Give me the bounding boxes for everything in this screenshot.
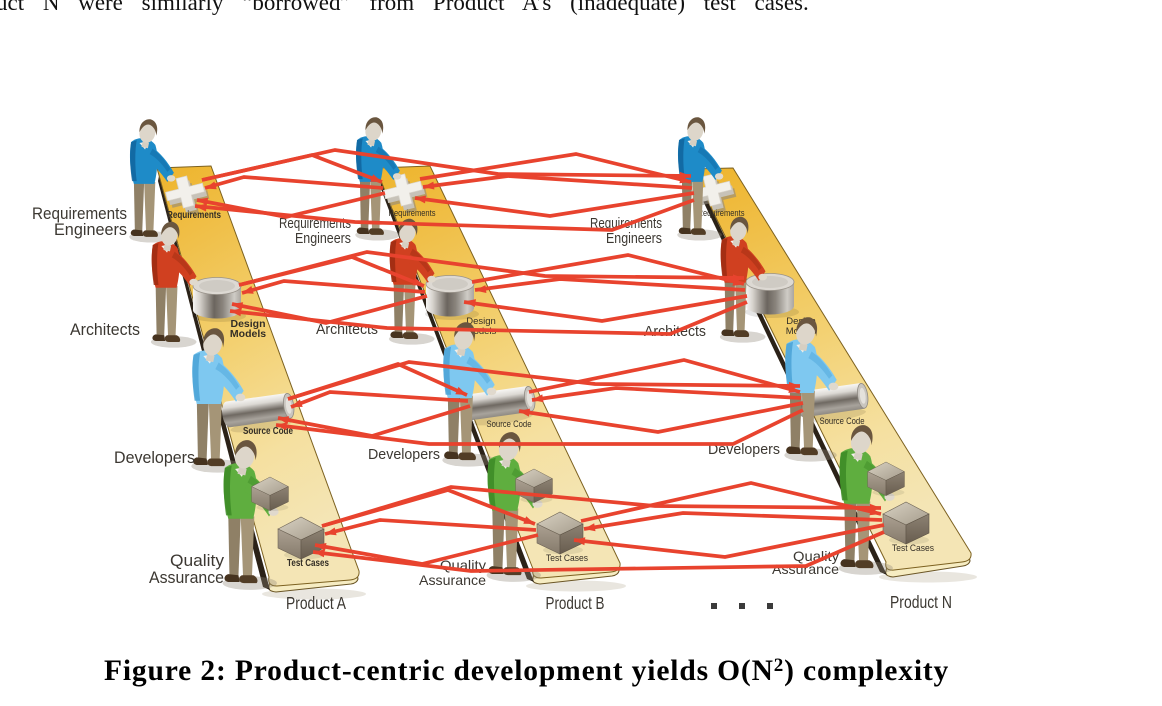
svg-text:Test Cases: Test Cases — [892, 543, 934, 554]
svg-text:Engineers: Engineers — [54, 221, 127, 239]
svg-text:Assurance: Assurance — [419, 572, 486, 588]
svg-text:Design: Design — [230, 318, 265, 330]
svg-text:Requirements: Requirements — [32, 205, 127, 223]
svg-text:Architects: Architects — [70, 321, 140, 339]
svg-text:Requirements: Requirements — [167, 209, 221, 221]
svg-text:Requirements: Requirements — [698, 208, 745, 219]
svg-text:Source Code: Source Code — [820, 416, 865, 427]
svg-text:Assurance: Assurance — [149, 569, 224, 587]
svg-text:Quality: Quality — [170, 552, 225, 570]
svg-text:Assurance: Assurance — [772, 561, 839, 577]
svg-text:Product B: Product B — [546, 593, 605, 613]
svg-text:Test Cases: Test Cases — [287, 557, 329, 569]
svg-text:Source Code: Source Code — [243, 425, 293, 437]
svg-text:Requirements: Requirements — [389, 208, 436, 219]
svg-text:Developers: Developers — [114, 449, 195, 467]
svg-text:Product N: Product N — [890, 592, 952, 612]
svg-text:Models: Models — [230, 328, 266, 340]
svg-text:Developers: Developers — [368, 446, 440, 463]
svg-text:Product A: Product A — [286, 593, 346, 613]
svg-text:Engineers: Engineers — [606, 230, 662, 247]
svg-text:Design: Design — [466, 316, 496, 327]
svg-text:Engineers: Engineers — [295, 230, 351, 247]
svg-text:Test Cases: Test Cases — [546, 553, 588, 564]
svg-text:Source Code: Source Code — [487, 419, 532, 430]
svg-text:Quality: Quality — [793, 548, 839, 564]
